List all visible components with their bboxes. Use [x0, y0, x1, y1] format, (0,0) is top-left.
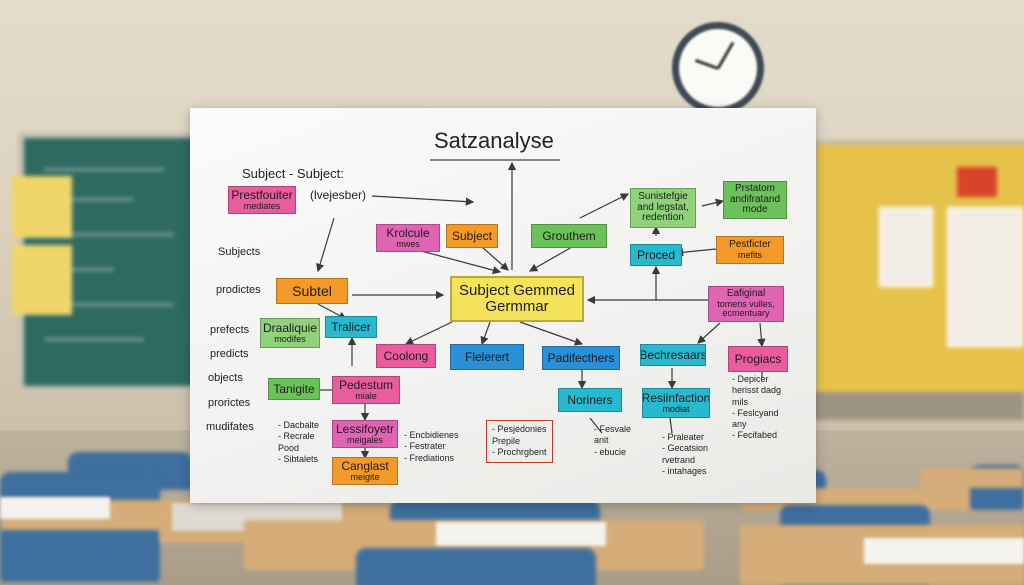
box-coolong: Coolong	[376, 344, 436, 368]
desk	[920, 468, 1024, 488]
left-label: prefects	[210, 324, 250, 336]
left-label: prorictes	[208, 397, 251, 409]
paper-stack	[0, 497, 110, 519]
label-ivejesber: (lvejesber)	[310, 188, 367, 202]
box-subject: Subject	[446, 224, 498, 248]
left-label: mudifates	[206, 421, 254, 433]
shelf	[812, 392, 1024, 420]
box-tanigite: Tanigite	[268, 378, 320, 400]
box-sunistefgie: Sunistefgie and legstat, redention	[630, 188, 696, 228]
box-padifecthers: Padifecthers	[542, 346, 620, 370]
box-bechresaars: Bechresaars	[640, 344, 706, 366]
note-list: - Depicer herisst dadg mils - Feslcyand …	[732, 374, 782, 441]
box-grouthem: Grouthem	[531, 224, 607, 248]
grammar-poster: Satzanalyse Subject - Subject: Subjects …	[190, 108, 816, 503]
note-list: - Encbidienes - Festrater - Frediations	[404, 430, 459, 463]
note-list: - Praleater - Gecatsion rvetrand - intah…	[662, 432, 709, 476]
diagram-heading: Subject - Subject:	[242, 166, 344, 181]
note-list: - Fesvale anit - ebucie	[594, 424, 632, 457]
note-list: - Dacbalte - Recrale Pood - Sibtalets	[278, 420, 320, 464]
box-pestficter: Pestficter mefits	[716, 236, 784, 264]
pinboard	[812, 140, 1024, 402]
left-label: objects	[208, 372, 243, 384]
box-tralicer: Tralicer	[325, 316, 377, 338]
box-flelerert: Flelerert	[450, 344, 524, 370]
left-label: Subjects	[218, 246, 261, 258]
framed-note: - Pesjedonies Prepile - Prochrgbent	[486, 420, 553, 464]
box-noriners: Noriners	[558, 388, 622, 412]
box-eafiginal: Eafiginal tomens vulles, ecmentuary	[708, 286, 784, 322]
wall-clock	[672, 22, 764, 114]
sticky-note	[12, 176, 72, 238]
box-proced: Proced	[630, 244, 682, 266]
sticky-note	[12, 245, 72, 315]
left-label: predicts	[210, 348, 249, 360]
paper-stack	[864, 538, 1024, 564]
box-prstatom: Prstatom andifratand mode	[723, 181, 787, 219]
left-label: prodictes	[216, 284, 261, 296]
chair	[356, 548, 596, 585]
paper-stack	[436, 522, 606, 546]
box-progiacs: Progiacs	[728, 346, 788, 372]
box-subtel: Subtel	[276, 278, 348, 304]
poster-title: Satzanalyse	[434, 128, 554, 153]
